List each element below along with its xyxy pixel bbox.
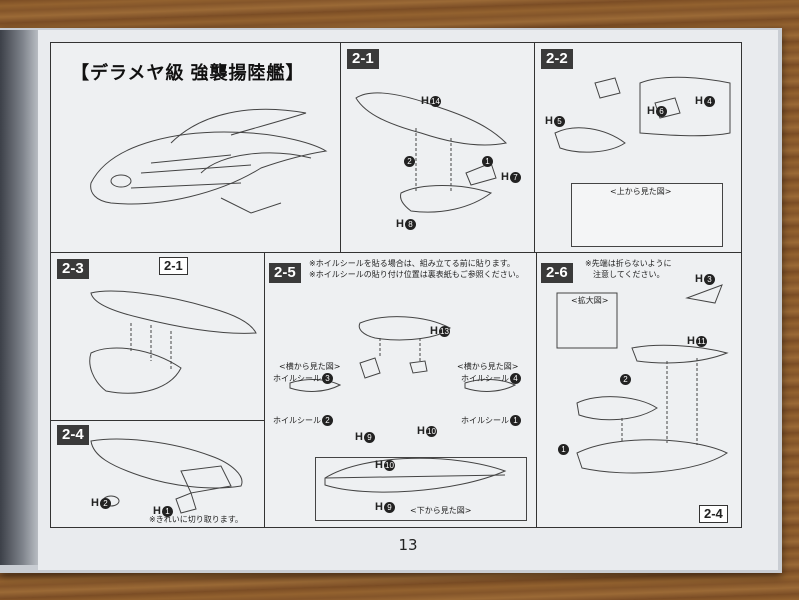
foil-note-1: ※ホイルシールを貼る場合は、組み立てる前に貼ります。 bbox=[309, 259, 515, 268]
zoom-label: <拡大図> bbox=[571, 296, 609, 305]
overview-panel: 【デラメヤ級 強襲揚陸艦】 bbox=[50, 42, 342, 254]
ref-tag: 2-4 bbox=[699, 505, 728, 523]
step-2-3-drawing bbox=[89, 290, 257, 394]
step-tag: 2-1 bbox=[347, 49, 379, 69]
step-tag: 2-5 bbox=[269, 263, 301, 283]
tip-note-1: ※先端は折らないように bbox=[585, 259, 672, 268]
step-tag: 2-6 bbox=[541, 263, 573, 283]
side-view-right: <横から見た図> bbox=[457, 362, 519, 371]
step-2-6-drawing bbox=[556, 284, 729, 474]
bottom-view-label: <下から見た図> bbox=[410, 506, 472, 515]
step-tag: 2-2 bbox=[541, 49, 573, 69]
step-tag: 2-4 bbox=[57, 425, 89, 445]
step-2-5-panel: 2-5 ※ホイルシールを貼る場合は、組み立てる前に貼ります。 ※ホイルシールの貼… bbox=[264, 252, 538, 528]
step-2-4-drawing bbox=[90, 438, 243, 514]
arrow-step-1: 1 bbox=[557, 443, 569, 455]
arrow-step-1: 1 bbox=[481, 155, 493, 167]
bottom-view-box bbox=[315, 457, 527, 521]
step-2-1-drawing bbox=[355, 92, 508, 213]
foil-note-2: ※ホイルシールの貼り付け位置は裏表紙もご参照ください。 bbox=[309, 270, 524, 279]
top-view-label: <上から見た図> bbox=[610, 187, 672, 196]
ref-tag: 2-1 bbox=[159, 257, 188, 275]
arrow-step-2: 2 bbox=[403, 155, 415, 167]
step-2-5-drawing bbox=[289, 316, 517, 493]
left-page-edge bbox=[0, 30, 38, 565]
tip-note-2: 注意してください。 bbox=[593, 270, 665, 279]
ship-overview-drawing bbox=[90, 108, 328, 214]
side-view-left: <横から見た図> bbox=[279, 362, 341, 371]
arrow-step-2: 2 bbox=[619, 373, 631, 385]
page-number: 13 bbox=[398, 536, 418, 554]
step-2-3-panel: 2-3 2-1 bbox=[50, 252, 266, 422]
cut-note: ※きれいに切り取ります。 bbox=[149, 515, 243, 524]
top-view-box bbox=[571, 183, 723, 247]
page-title: 【デラメヤ級 強襲揚陸艦】 bbox=[71, 63, 305, 83]
step-tag: 2-3 bbox=[57, 259, 89, 279]
